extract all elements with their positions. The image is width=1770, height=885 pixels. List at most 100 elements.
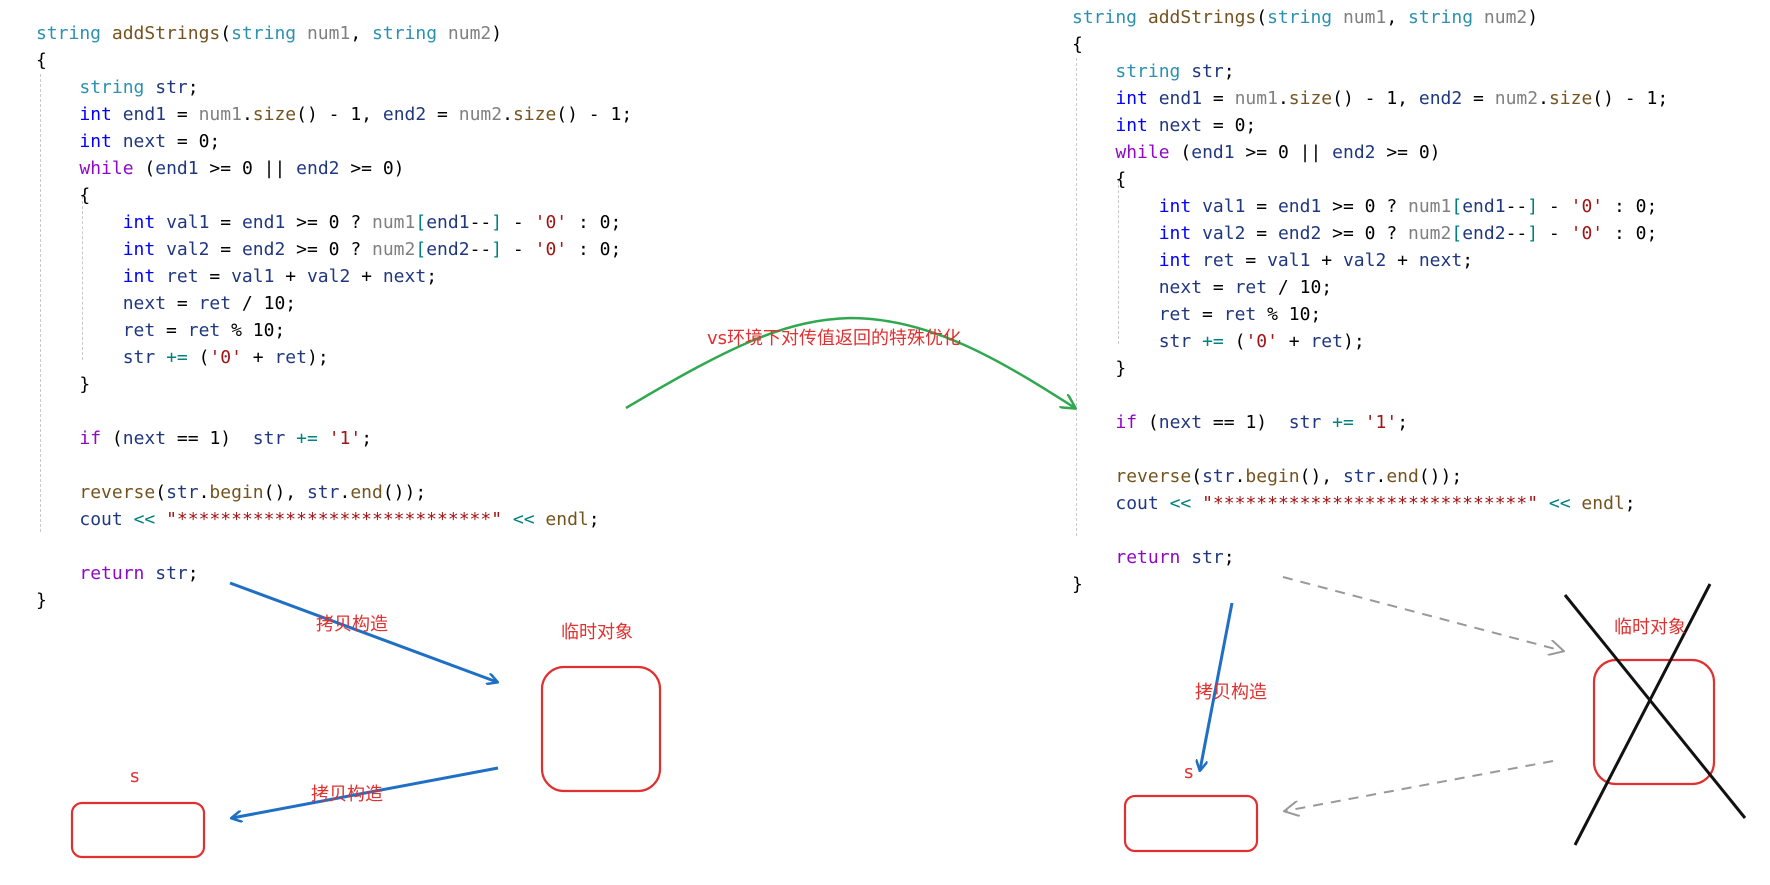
code-token: size	[1548, 88, 1593, 109]
code-token: (	[155, 482, 167, 503]
code-token: end2	[1332, 142, 1376, 163]
code-token: .	[241, 104, 253, 125]
code-token: "*****************************"	[166, 509, 503, 530]
code-token: addStrings	[1147, 7, 1257, 28]
left-s-label: s	[130, 766, 140, 787]
code-token: val1	[166, 212, 210, 233]
code-token: +=	[1202, 331, 1224, 352]
code-token: str	[155, 563, 188, 584]
code-token: =	[1462, 88, 1495, 109]
code-token: (	[133, 158, 156, 179]
code-token: --	[469, 239, 492, 260]
code-token: / 10;	[1267, 277, 1333, 298]
code-token: =	[209, 239, 242, 260]
code-token: : 0;	[1603, 223, 1658, 244]
code-token: int	[122, 212, 156, 233]
code-token: val1	[1267, 250, 1311, 271]
right-s-label: s	[1184, 762, 1194, 783]
code-token: / 10;	[231, 293, 297, 314]
left-s-box	[70, 801, 206, 859]
code-token: +=	[166, 347, 188, 368]
code-line: {	[36, 47, 47, 74]
code-token: next	[1158, 277, 1203, 298]
code-token: <<	[133, 509, 156, 530]
code-token: size	[252, 104, 297, 125]
code-token: -	[1538, 223, 1571, 244]
code-token: next	[122, 428, 167, 449]
code-token: ());	[1418, 466, 1463, 487]
code-token: num1	[306, 23, 351, 44]
code-token: end1	[1277, 196, 1322, 217]
code-token: int	[79, 131, 112, 152]
code-token: begin	[1245, 466, 1300, 487]
code-token: next	[1158, 115, 1203, 136]
code-token: end2	[1277, 223, 1322, 244]
code-token: =	[166, 293, 199, 314]
code-token: while	[1115, 142, 1170, 163]
code-token: num2	[1408, 223, 1452, 244]
code-token: .	[198, 482, 210, 503]
code-line: if (next == 1) str += '1';	[36, 425, 372, 452]
code-line: int end1 = num1.size() - 1, end2 = num2.…	[36, 101, 632, 128]
code-token: ret	[1158, 304, 1192, 325]
code-token: end1	[1191, 142, 1235, 163]
code-line: next = ret / 10;	[36, 290, 296, 317]
code-token: )	[1527, 7, 1539, 28]
code-token: num2	[1494, 88, 1539, 109]
code-token: (	[220, 23, 232, 44]
code-token: str	[1158, 331, 1192, 352]
code-token: val2	[306, 266, 351, 287]
code-token: =	[1202, 277, 1235, 298]
code-line: next = ret / 10;	[1072, 274, 1332, 301]
code-token: int	[1158, 223, 1192, 244]
code-token: cout	[79, 509, 123, 530]
code-token: );	[306, 347, 329, 368]
code-token: next	[1418, 250, 1463, 271]
left-brace-guide	[40, 74, 41, 532]
code-token: ]	[1527, 223, 1539, 244]
right-loop-guide	[1118, 180, 1119, 344]
code-token: end2	[1462, 223, 1506, 244]
code-token: end1	[1462, 196, 1506, 217]
code-line: int val1 = end1 >= 0 ? num1[end1--] - '0…	[1072, 193, 1658, 220]
code-token: (	[1137, 412, 1159, 433]
code-token: <<	[1548, 493, 1571, 514]
code-token: int	[79, 104, 112, 125]
code-token: ]	[491, 239, 503, 260]
code-token: ());	[382, 482, 427, 503]
code-token: str	[155, 77, 188, 98]
code-token: .	[1234, 466, 1246, 487]
right-copy-label: 拷贝构造	[1195, 682, 1267, 703]
code-token: +	[1277, 331, 1311, 352]
code-token: =	[1245, 196, 1278, 217]
code-line: int ret = val1 + val2 + next;	[1072, 247, 1473, 274]
code-token: .	[339, 482, 351, 503]
code-token: >= 0)	[339, 158, 405, 179]
code-token: ret	[1234, 277, 1268, 298]
code-token: val1	[231, 266, 275, 287]
code-token: <<	[1169, 493, 1192, 514]
code-token: ret	[1223, 304, 1257, 325]
code-line: int end1 = num1.size() - 1, end2 = num2.…	[1072, 85, 1668, 112]
code-token: .	[502, 104, 513, 125]
code-token: end2	[1418, 88, 1463, 109]
code-token: () - 1,	[1332, 88, 1419, 109]
code-token: num1	[1342, 7, 1387, 28]
code-token: (),	[263, 482, 307, 503]
code-token: = 0;	[166, 131, 221, 152]
code-line: ret = ret % 10;	[1072, 301, 1322, 328]
code-token: num2	[372, 239, 416, 260]
code-token: == 1)	[1202, 412, 1289, 433]
code-token: string	[36, 23, 102, 44]
code-token: addStrings	[111, 23, 221, 44]
code-token: >= 0 ||	[1234, 142, 1333, 163]
code-token: >= 0)	[1375, 142, 1441, 163]
left-copy-arrow-to-s	[232, 766, 499, 818]
code-token: ret	[274, 347, 307, 368]
code-token: -	[502, 212, 535, 233]
code-line: int next = 0;	[1072, 112, 1256, 139]
code-line: int ret = val1 + val2 + next;	[36, 263, 437, 290]
code-token: end	[350, 482, 383, 503]
code-token: ret	[122, 320, 156, 341]
